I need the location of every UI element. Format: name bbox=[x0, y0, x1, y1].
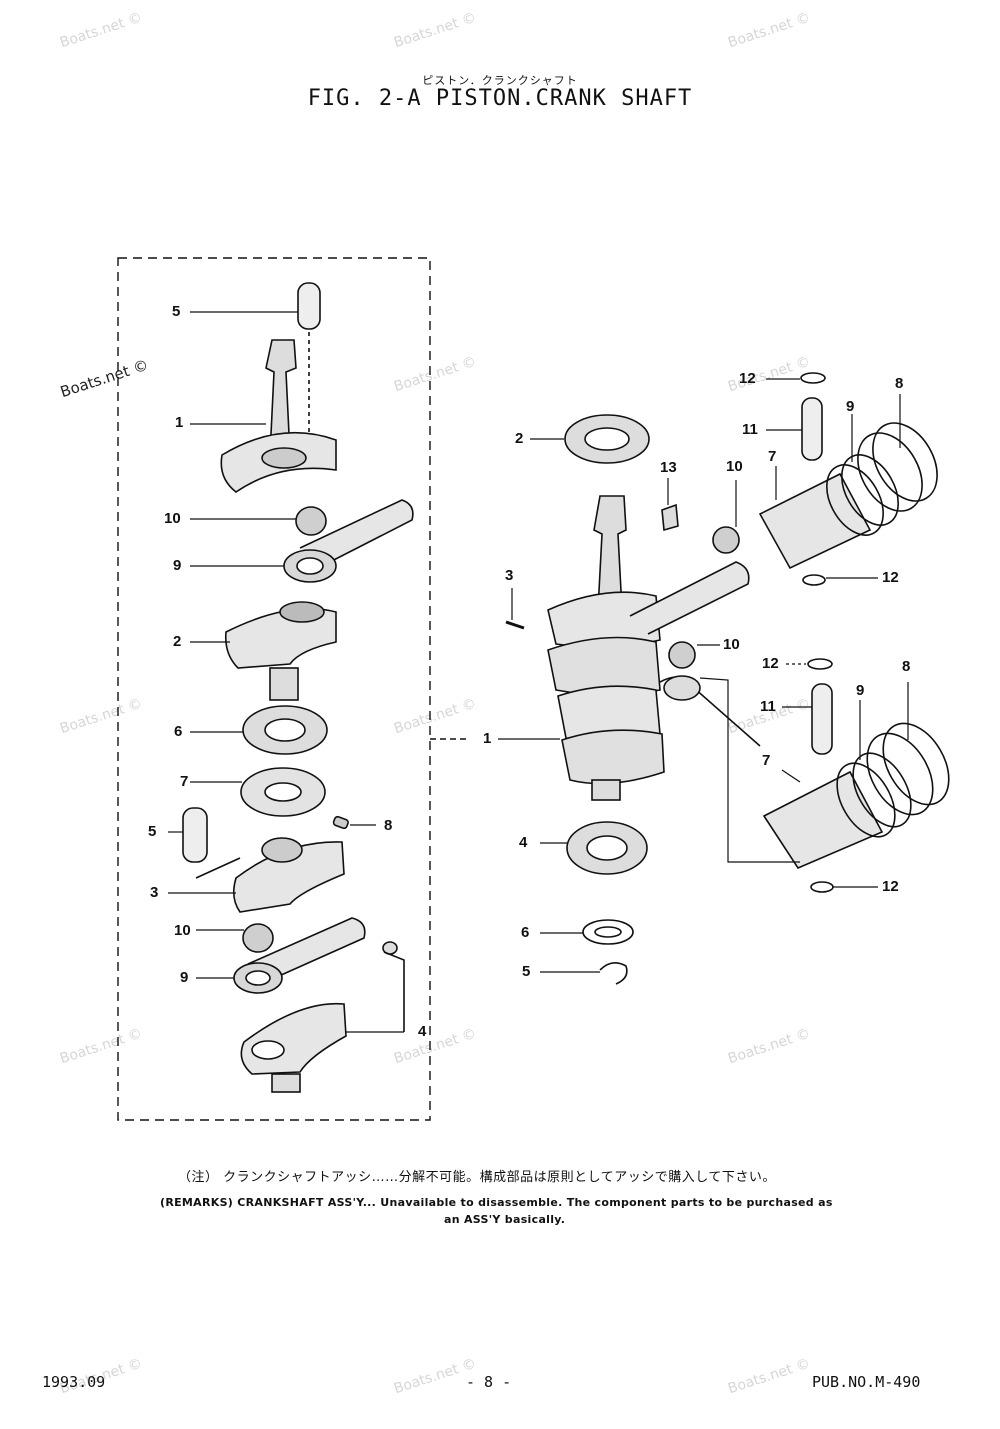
callout-label: 11 bbox=[742, 421, 758, 438]
callout-label: 10 bbox=[174, 922, 191, 939]
callout-label: 4 bbox=[519, 834, 528, 851]
callout-label: 13 bbox=[660, 459, 677, 476]
footer-date: 1993.09 bbox=[42, 1373, 106, 1391]
callout-label: 10 bbox=[726, 458, 743, 475]
callout-label: 8 bbox=[902, 658, 911, 675]
callout-label: 2 bbox=[173, 633, 182, 650]
callout-label: 2 bbox=[515, 430, 524, 447]
callout-label: 5 bbox=[148, 823, 157, 840]
japanese-subtitle: ピストン．クランクシャフト bbox=[422, 74, 578, 87]
callout-label: 4 bbox=[418, 1023, 427, 1040]
footer-publication-number: PUB.NO.M-490 bbox=[812, 1373, 921, 1391]
footer-page-number: - 8 - bbox=[466, 1373, 512, 1391]
callout-label: 6 bbox=[521, 924, 530, 941]
callout-label: 11 bbox=[760, 698, 776, 715]
callout-label: 9 bbox=[180, 969, 189, 986]
callout-label: 3 bbox=[150, 884, 159, 901]
callout-label: 12 bbox=[739, 370, 756, 387]
remarks-english: (REMARKS) CRANKSHAFT ASS'Y... Unavailabl… bbox=[160, 1196, 833, 1209]
callout-label: 12 bbox=[762, 655, 779, 672]
callout-label: 7 bbox=[762, 752, 771, 769]
callout-label: 6 bbox=[174, 723, 183, 740]
callout-label: 8 bbox=[895, 375, 904, 392]
callout-label: 9 bbox=[846, 398, 855, 415]
callout-label: 8 bbox=[384, 817, 393, 834]
callout-label: 7 bbox=[768, 448, 777, 465]
callout-label: 12 bbox=[882, 569, 899, 586]
callout-label: 5 bbox=[522, 963, 531, 980]
callout-label: 5 bbox=[172, 303, 181, 320]
callout-label: 9 bbox=[173, 557, 182, 574]
remarks-japanese: （注） クランクシャフトアッシ……分解不可能。構成部品は原則としてアッシで購入し… bbox=[178, 1170, 776, 1185]
callout-label: 3 bbox=[505, 567, 514, 584]
callout-label: 12 bbox=[882, 878, 899, 895]
callout-label: 1 bbox=[483, 730, 492, 747]
callout-label: 7 bbox=[180, 773, 189, 790]
callout-label: 1 bbox=[175, 414, 184, 431]
callout-label: 10 bbox=[723, 636, 740, 653]
remarks-english-continued: an ASS'Y basically. bbox=[444, 1213, 566, 1226]
callout-label: 10 bbox=[164, 510, 181, 527]
callout-label: 9 bbox=[856, 682, 865, 699]
figure-title: FIG. 2-A PISTON.CRANK SHAFT bbox=[307, 86, 693, 111]
